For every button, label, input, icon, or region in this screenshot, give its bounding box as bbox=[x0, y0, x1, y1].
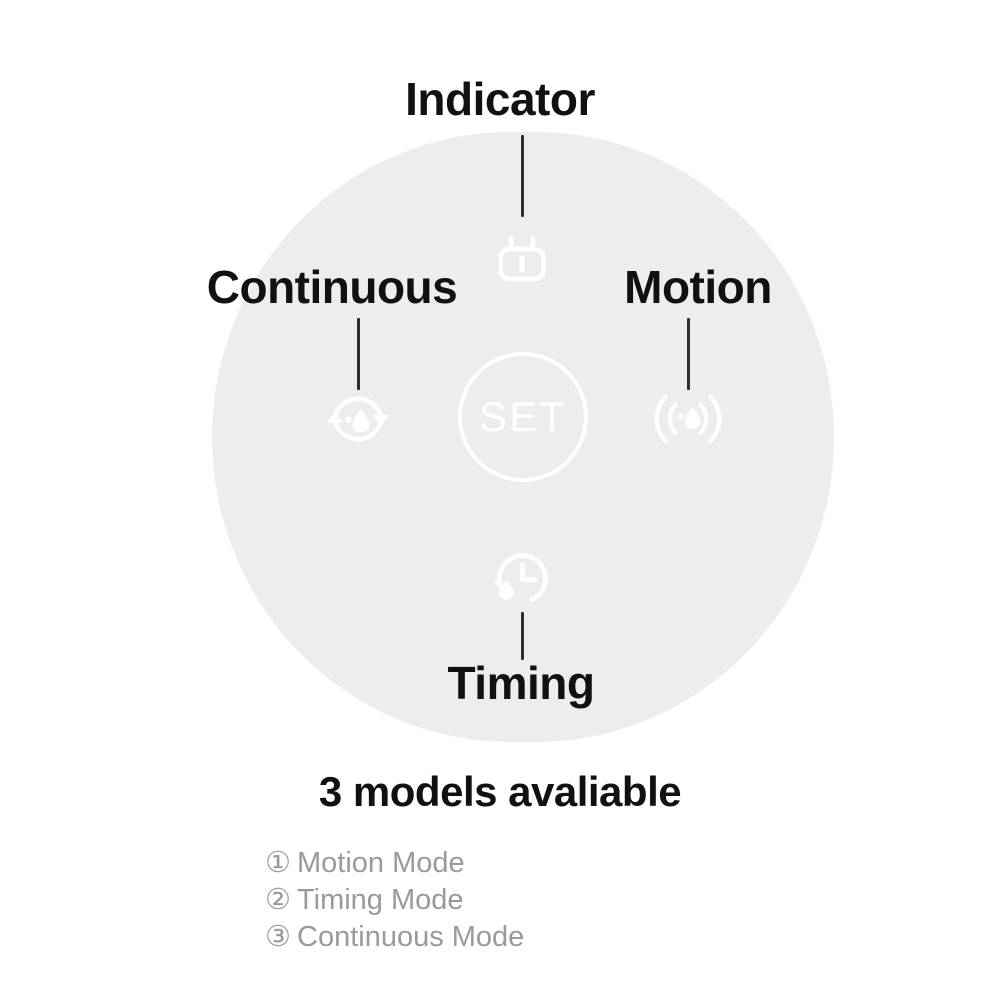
list-item-number: ② bbox=[265, 884, 291, 916]
caption-heading: 3 models avaliable bbox=[318, 768, 682, 815]
label-timing: Timing bbox=[447, 657, 595, 709]
power-plug-icon[interactable] bbox=[485, 222, 559, 296]
refresh-loop-droplet-icon[interactable] bbox=[321, 382, 395, 456]
clock-droplet-icon[interactable] bbox=[485, 542, 559, 616]
leader-line-indicator bbox=[521, 135, 524, 217]
leader-line-continuous bbox=[357, 318, 360, 390]
label-indicator: Indicator bbox=[405, 73, 595, 125]
list-item-label: Continuous Mode bbox=[297, 921, 525, 953]
list-item-label: Timing Mode bbox=[297, 884, 464, 916]
set-button-label: SET bbox=[479, 393, 567, 440]
list-item-label: Motion Mode bbox=[297, 847, 465, 879]
label-continuous: Continuous bbox=[206, 261, 458, 313]
label-motion: Motion bbox=[624, 261, 772, 313]
list-item-number: ① bbox=[265, 847, 291, 879]
leader-line-motion bbox=[687, 318, 690, 390]
list-item-number: ③ bbox=[265, 921, 291, 953]
set-button[interactable]: SET bbox=[458, 352, 588, 482]
leader-line-timing bbox=[521, 612, 524, 660]
motion-sensor-droplet-icon[interactable] bbox=[651, 382, 725, 456]
